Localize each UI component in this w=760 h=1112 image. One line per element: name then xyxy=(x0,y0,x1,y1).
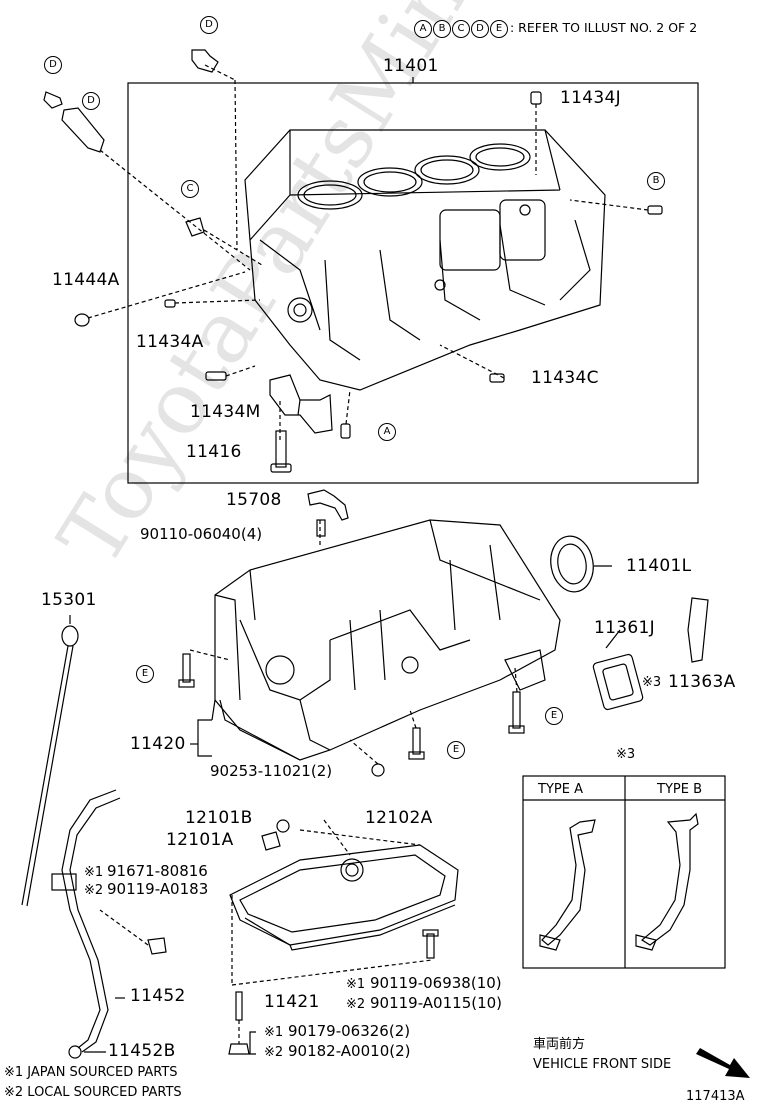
sensor-D-left-drawing xyxy=(43,91,63,109)
note-japan-sourced: ※1 JAPAN SOURCED PARTS xyxy=(4,1065,178,1080)
bolt-E-left-drawing xyxy=(182,653,191,683)
refer-text: : REFER TO ILLUST NO. 2 OF 2 xyxy=(510,20,698,35)
part-11416[interactable]: 11416 xyxy=(186,442,242,462)
ring-11452B-drawing xyxy=(68,1045,82,1059)
mark-2-90119-a0115: ※2 xyxy=(346,997,366,1012)
part-91671-80816[interactable]: 91671-80816 xyxy=(107,862,208,880)
part-90253-11021[interactable]: 90253-11021(2) xyxy=(210,762,333,780)
callout-c: C xyxy=(181,180,199,198)
part-11401L[interactable]: 11401L xyxy=(626,556,692,576)
pin-11434C-drawing xyxy=(489,373,505,383)
cylinder-block-drawing xyxy=(244,129,606,434)
circle-e-legend: E xyxy=(490,20,508,38)
bolt-90119-pan-drawing xyxy=(426,933,435,959)
part-11361J-drawing xyxy=(592,653,644,711)
mark-2-90119: ※2 xyxy=(84,883,104,898)
part-90179-06326[interactable]: 90179-06326(2) xyxy=(288,1022,411,1040)
bolt-11416-drawing xyxy=(270,430,292,473)
part-15301[interactable]: 15301 xyxy=(41,590,97,610)
pin-11434M-drawing xyxy=(205,371,227,381)
note-local-sourced: ※2 LOCAL SOURCED PARTS xyxy=(4,1085,182,1100)
type-b-part-drawing xyxy=(640,812,699,946)
type-b-label: TYPE B xyxy=(657,782,702,797)
part-90119-A0183[interactable]: 90119-A0183 xyxy=(107,880,209,898)
part-11401[interactable]: 11401 xyxy=(383,56,439,76)
callout-e-right: E xyxy=(545,707,563,725)
part-12101B[interactable]: 12101B xyxy=(185,808,253,828)
plug-C-drawing xyxy=(185,217,205,237)
part-12101A[interactable]: 12101A xyxy=(166,830,234,850)
callout-e-left: E xyxy=(136,665,154,683)
part-12102A[interactable]: 12102A xyxy=(365,808,433,828)
part-11420[interactable]: 11420 xyxy=(130,734,186,754)
callout-d-top: D xyxy=(200,16,218,34)
type-box-mark: ※3 xyxy=(616,747,636,762)
part-11452[interactable]: 11452 xyxy=(130,986,186,1006)
plug-90253-drawing xyxy=(371,763,385,777)
oil-pan-12102A-drawing xyxy=(229,844,459,951)
front-arrow-icon xyxy=(696,1048,750,1078)
crankcase-11420-drawing xyxy=(214,519,561,761)
callout-b: B xyxy=(647,172,665,190)
bolt-E-mid-drawing xyxy=(412,727,421,755)
part-11361J[interactable]: 11361J xyxy=(594,618,655,638)
part-11363A[interactable]: 11363A xyxy=(668,672,736,692)
part-90110-06040[interactable]: 90110-06040(4) xyxy=(140,525,263,543)
plug-B-drawing xyxy=(647,205,663,215)
part-90119-A0115[interactable]: 90119-A0115(10) xyxy=(370,994,503,1012)
plug-11444A-drawing xyxy=(74,313,90,327)
part-11452B[interactable]: 11452B xyxy=(108,1041,176,1061)
bolt-E-right-drawing xyxy=(512,691,521,729)
part-15708[interactable]: 15708 xyxy=(226,490,282,510)
pipe-15708-drawing xyxy=(307,489,349,521)
gasket-12101B-drawing xyxy=(276,819,290,833)
callout-e-mid: E xyxy=(447,741,465,759)
circle-c-legend: C xyxy=(452,20,470,38)
part-11363A-mark: ※3 xyxy=(642,675,662,690)
pin-A-drawing xyxy=(340,423,351,439)
plug-12101A-drawing xyxy=(261,831,281,851)
vehicle-front-jp: 車両前方 xyxy=(533,1037,586,1052)
cylinder-block-frame xyxy=(127,82,699,484)
oil-seal-11401L-drawing xyxy=(550,535,594,593)
part-90119-06938[interactable]: 90119-06938(10) xyxy=(370,974,502,992)
circle-d-legend: D xyxy=(471,20,489,38)
part-11363A-drawing xyxy=(687,597,709,663)
illustration-number: 117413A xyxy=(686,1089,745,1104)
mark-1-90119: ※1 xyxy=(346,977,366,992)
pin-11434A-drawing xyxy=(164,299,176,308)
part-11434C[interactable]: 11434C xyxy=(531,368,599,388)
part-11434M[interactable]: 11434M xyxy=(190,402,261,422)
type-a-part-drawing xyxy=(541,819,596,946)
part-11434A[interactable]: 11434A xyxy=(136,332,204,352)
bolt-90110-drawing xyxy=(316,519,326,537)
part-11434J[interactable]: 11434J xyxy=(560,88,621,108)
type-table-drawing xyxy=(522,775,726,969)
circle-a-legend: A xyxy=(414,20,432,38)
guide-11452-drawing xyxy=(51,789,121,1053)
part-11421[interactable]: 11421 xyxy=(264,992,320,1012)
part-90182-A0010[interactable]: 90182-A0010(2) xyxy=(288,1042,411,1060)
type-a-label: TYPE A xyxy=(538,782,583,797)
stud-11421-drawing xyxy=(235,991,243,1021)
part-11444A[interactable]: 11444A xyxy=(52,270,120,290)
mark-1-90179: ※1 xyxy=(264,1025,284,1040)
bolt-91671-drawing xyxy=(147,937,167,955)
pin-11434J-drawing xyxy=(530,91,542,105)
circle-b-legend: B xyxy=(433,20,451,38)
mark-1-91671: ※1 xyxy=(84,865,104,880)
mark-2-90182: ※2 xyxy=(264,1045,284,1060)
dipstick-15301-drawing xyxy=(21,625,79,907)
nut-90179-drawing xyxy=(228,1043,250,1055)
sensor-D-top-drawing xyxy=(191,49,219,73)
callout-d-knock: D xyxy=(82,92,100,110)
vehicle-front-en: VEHICLE FRONT SIDE xyxy=(533,1057,672,1072)
sensor-D-knock-drawing xyxy=(61,107,105,153)
callout-d-left: D xyxy=(44,56,62,74)
callout-a: A xyxy=(378,423,396,441)
